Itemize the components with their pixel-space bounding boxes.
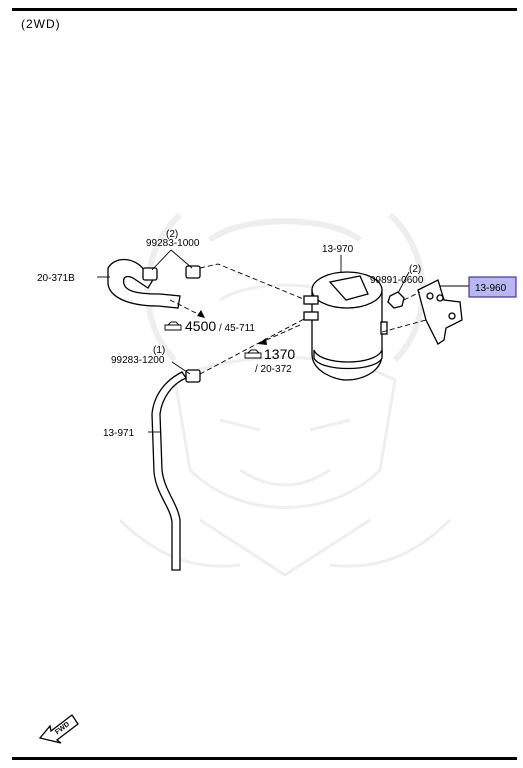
- variant-label: (2WD): [21, 17, 61, 31]
- connection-nut: [403, 291, 421, 301]
- bracket-callout-highlight[interactable]: 13-960: [468, 276, 517, 298]
- canister-13-970[interactable]: [303, 271, 388, 381]
- ref-4500[interactable]: 4500: [185, 318, 216, 334]
- leader-nut: [397, 271, 410, 294]
- label-canister: 13-970: [322, 244, 354, 255]
- leader-clip-upper-b: [170, 249, 193, 269]
- connection-upper: [199, 263, 307, 301]
- ref-4500-sub: / 45-711: [219, 323, 255, 334]
- ref-arrow-icon-2: [244, 349, 262, 359]
- label-clip-lower-pn: 99283-1200: [111, 355, 165, 366]
- clip-99283-1000[interactable]: [142, 265, 201, 281]
- label-clip-upper-qty: (2): [166, 229, 178, 240]
- label-bracket: 13-960: [475, 283, 507, 294]
- clip-99283-1200[interactable]: [185, 369, 201, 383]
- ref-1370-sub: / 20-372: [255, 364, 292, 375]
- connection-lower: [199, 317, 307, 375]
- bracket-13-960[interactable]: [417, 279, 463, 345]
- hose-20-371b[interactable]: [107, 258, 181, 309]
- arrow-to-4500: [169, 299, 203, 317]
- page-bottom-border: [12, 757, 517, 760]
- leader-clip-lower: [171, 361, 191, 375]
- ref-1370[interactable]: 1370: [264, 346, 295, 362]
- hose-13-971[interactable]: [151, 371, 187, 571]
- fwd-arrow-icon: FWD: [38, 714, 79, 744]
- page-top-border: [12, 8, 517, 11]
- label-clip-lower-qty: (1): [153, 345, 165, 356]
- arrow-head-1370: [258, 338, 267, 345]
- arrow-head-4500: [197, 310, 205, 318]
- label-nut-qty: (2): [409, 264, 421, 275]
- label-nut-pn: 99891-0600: [370, 275, 424, 286]
- arrow-to-1370: [261, 324, 301, 343]
- ref-arrow-icon: [164, 321, 182, 331]
- watermark-logo: [118, 212, 452, 577]
- nut-99891-0600[interactable]: [387, 291, 405, 309]
- label-hose-lower: 13-971: [103, 428, 135, 439]
- label-clip-upper-pn: 99283-1000: [146, 238, 200, 249]
- label-hose-upper: 20-371B: [37, 273, 75, 284]
- leader-clip-upper-a: [151, 249, 172, 271]
